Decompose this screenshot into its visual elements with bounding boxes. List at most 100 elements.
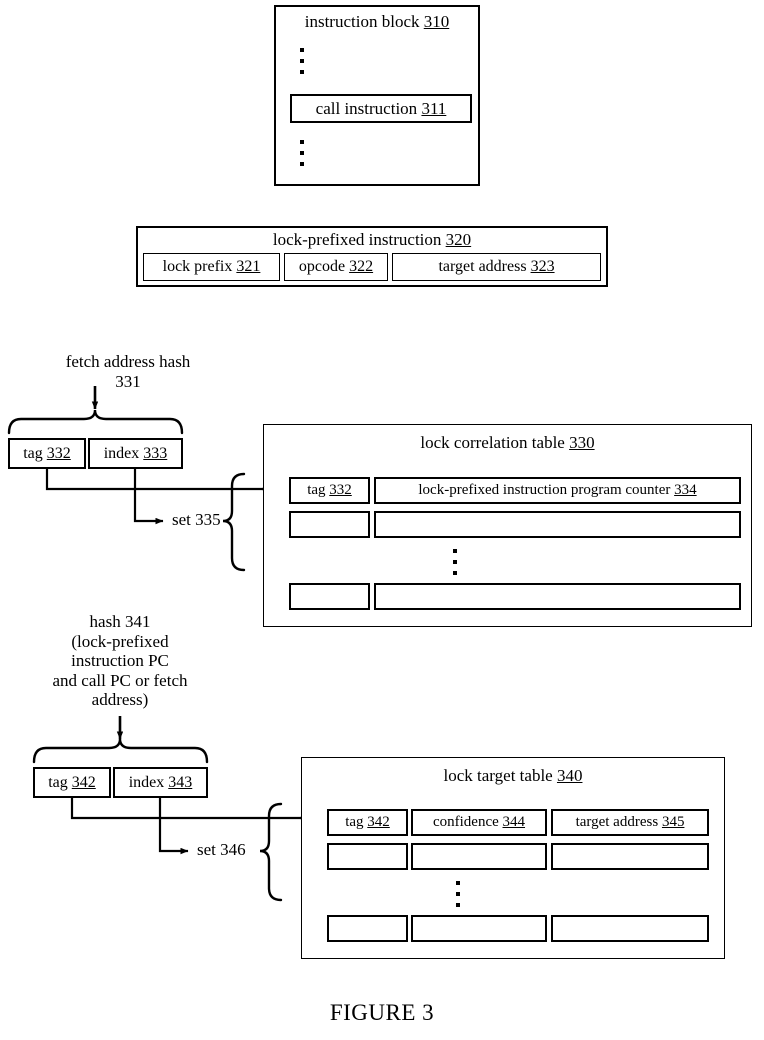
ltt-row3-target-cell [551, 915, 709, 942]
fetch-index-ref: 333 [143, 444, 168, 462]
ltt-row1-confidence-ref: 344 [502, 814, 526, 830]
lock-index-text: index [128, 773, 165, 791]
fetch-tag-332-box [8, 438, 86, 469]
lct-row1-tag-cell [289, 477, 370, 504]
ltt-row1-target-label: target address 345 [551, 809, 709, 836]
fetch-address-hash-label: fetch address hash [28, 352, 228, 372]
ltt-row1-target-text: target address [575, 814, 659, 830]
index343-connector [158, 798, 189, 855]
lock-index-ref: 343 [168, 773, 193, 791]
figure-caption-text: FIGURE 3 [329, 1000, 435, 1025]
fetch-index-333-box [88, 438, 183, 469]
field-target-address-323-box [392, 253, 601, 281]
lock-target-table-title-text: lock target table [443, 766, 553, 785]
lock-tag-342-box [33, 767, 111, 798]
lct-row2-pc-cell [374, 511, 741, 538]
fetch-index-333-label: index 333 [88, 438, 183, 469]
lock-prefixed-instruction-ref: 320 [445, 230, 472, 249]
lct-row1-pc-cell [374, 477, 741, 504]
index333-connector [133, 469, 164, 525]
lock-hash-line-4: address) [91, 690, 149, 710]
ltt-row1-confidence-cell [411, 809, 547, 836]
lock-hash-line-2: instruction PC [71, 651, 169, 671]
lock-correlation-table-title-text: lock correlation table [420, 433, 565, 452]
lock-target-table-ellipsis [455, 881, 461, 907]
call-instruction-311-box [290, 94, 472, 123]
set-346-label: set 346 [197, 840, 246, 860]
field-opcode-ref: 322 [349, 258, 374, 275]
fetch-index-text: index [103, 444, 140, 462]
instruction-block-title: instruction block 310 [274, 10, 480, 34]
tag342-connector [70, 798, 310, 820]
lock-hash-line-1: (lock-prefixed [71, 631, 169, 651]
set346-brace [259, 802, 283, 902]
ltt-row2-target-cell [551, 843, 709, 870]
instruction-block-ref: 310 [423, 12, 450, 31]
lock-correlation-table-ref: 330 [569, 433, 595, 452]
set-335-label: set 335 [172, 510, 221, 530]
ltt-row3-tag-cell [327, 915, 408, 942]
field-target-address-ref: 323 [530, 258, 555, 275]
fetch-address-hash-ref: 331 [28, 372, 228, 392]
lock-index-343-box [113, 767, 208, 798]
ltt-row1-tag-ref: 342 [367, 814, 390, 830]
set-346-text: set 346 [197, 840, 246, 859]
ltt-row1-tag-cell [327, 809, 408, 836]
instruction-block-title-text: instruction block [304, 12, 420, 31]
lock-correlation-table-ellipsis [452, 549, 458, 575]
ltt-row1-tag-text: tag [345, 814, 364, 830]
ltt-row1-confidence-text: confidence [432, 814, 499, 830]
lct-row3-tag-cell [289, 583, 370, 610]
lock-index-343-label: index 343 [113, 767, 208, 798]
lock-hash-brace [32, 738, 209, 764]
lock-hash-line-3: and call PC or fetch [52, 670, 188, 690]
lock-prefixed-instruction-title: lock-prefixed instruction 320 [136, 229, 608, 251]
field-lock-prefix-321-box [143, 253, 280, 281]
lock-hash-341-label: hash 341 (lock-prefixed instruction PC a… [20, 612, 220, 710]
field-target-address-text: target address [438, 258, 527, 275]
set335-brace [222, 472, 246, 572]
field-lock-prefix-ref: 321 [236, 258, 261, 275]
lock-tag-ref: 342 [71, 773, 96, 791]
set-335-text: set 335 [172, 510, 221, 529]
lock-target-table-ref: 340 [556, 766, 583, 785]
ltt-row1-tag-label: tag 342 [327, 809, 408, 836]
ltt-row2-confidence-cell [411, 843, 547, 870]
field-opcode-322-box [284, 253, 388, 281]
lct-row1-pc-label: lock-prefixed instruction program counte… [374, 477, 741, 504]
instruction-block-ellipsis-top [299, 48, 305, 74]
lct-row1-pc-text: lock-prefixed instruction program counte… [418, 482, 671, 498]
field-opcode-text: opcode [298, 258, 346, 275]
lct-row1-tag-ref: 332 [329, 482, 352, 498]
lock-tag-text: tag [48, 773, 68, 791]
lock-hash-line-0: hash 341 [89, 612, 151, 631]
lct-row1-tag-label: tag 332 [289, 477, 370, 504]
field-lock-prefix-text: lock prefix [162, 258, 233, 275]
lock-tag-342-label: tag 342 [33, 767, 111, 798]
fetch-tag-ref: 332 [46, 444, 71, 462]
ltt-row1-target-ref: 345 [661, 814, 685, 830]
call-instruction-ref: 311 [421, 98, 447, 118]
lct-row1-tag-text: tag [307, 482, 326, 498]
field-opcode-322-label: opcode 322 [284, 253, 388, 281]
lct-row3-pc-cell [374, 583, 741, 610]
ltt-row1-target-cell [551, 809, 709, 836]
lock-target-table-title: lock target table 340 [301, 764, 725, 788]
fetch-address-hash-text: fetch address hash [65, 352, 191, 371]
lock-correlation-table-title: lock correlation table 330 [263, 431, 752, 455]
field-lock-prefix-321-label: lock prefix 321 [143, 253, 280, 281]
call-instruction-311-label: call instruction 311 [290, 94, 472, 123]
tag332-connector [45, 469, 272, 491]
figure-caption: FIGURE 3 [0, 1000, 764, 1026]
call-instruction-label-text: call instruction [315, 98, 418, 118]
fetch-tag-332-label: tag 332 [8, 438, 86, 469]
fetch-address-hash-ref-text: 331 [115, 372, 141, 391]
fetch-tag-text: tag [23, 444, 43, 462]
instruction-block-ellipsis-bottom [299, 140, 305, 166]
fetch-hash-brace [7, 409, 184, 435]
lct-row1-pc-ref: 334 [674, 482, 697, 498]
ltt-row1-confidence-label: confidence 344 [411, 809, 547, 836]
field-target-address-323-label: target address 323 [392, 253, 601, 281]
ltt-row2-tag-cell [327, 843, 408, 870]
